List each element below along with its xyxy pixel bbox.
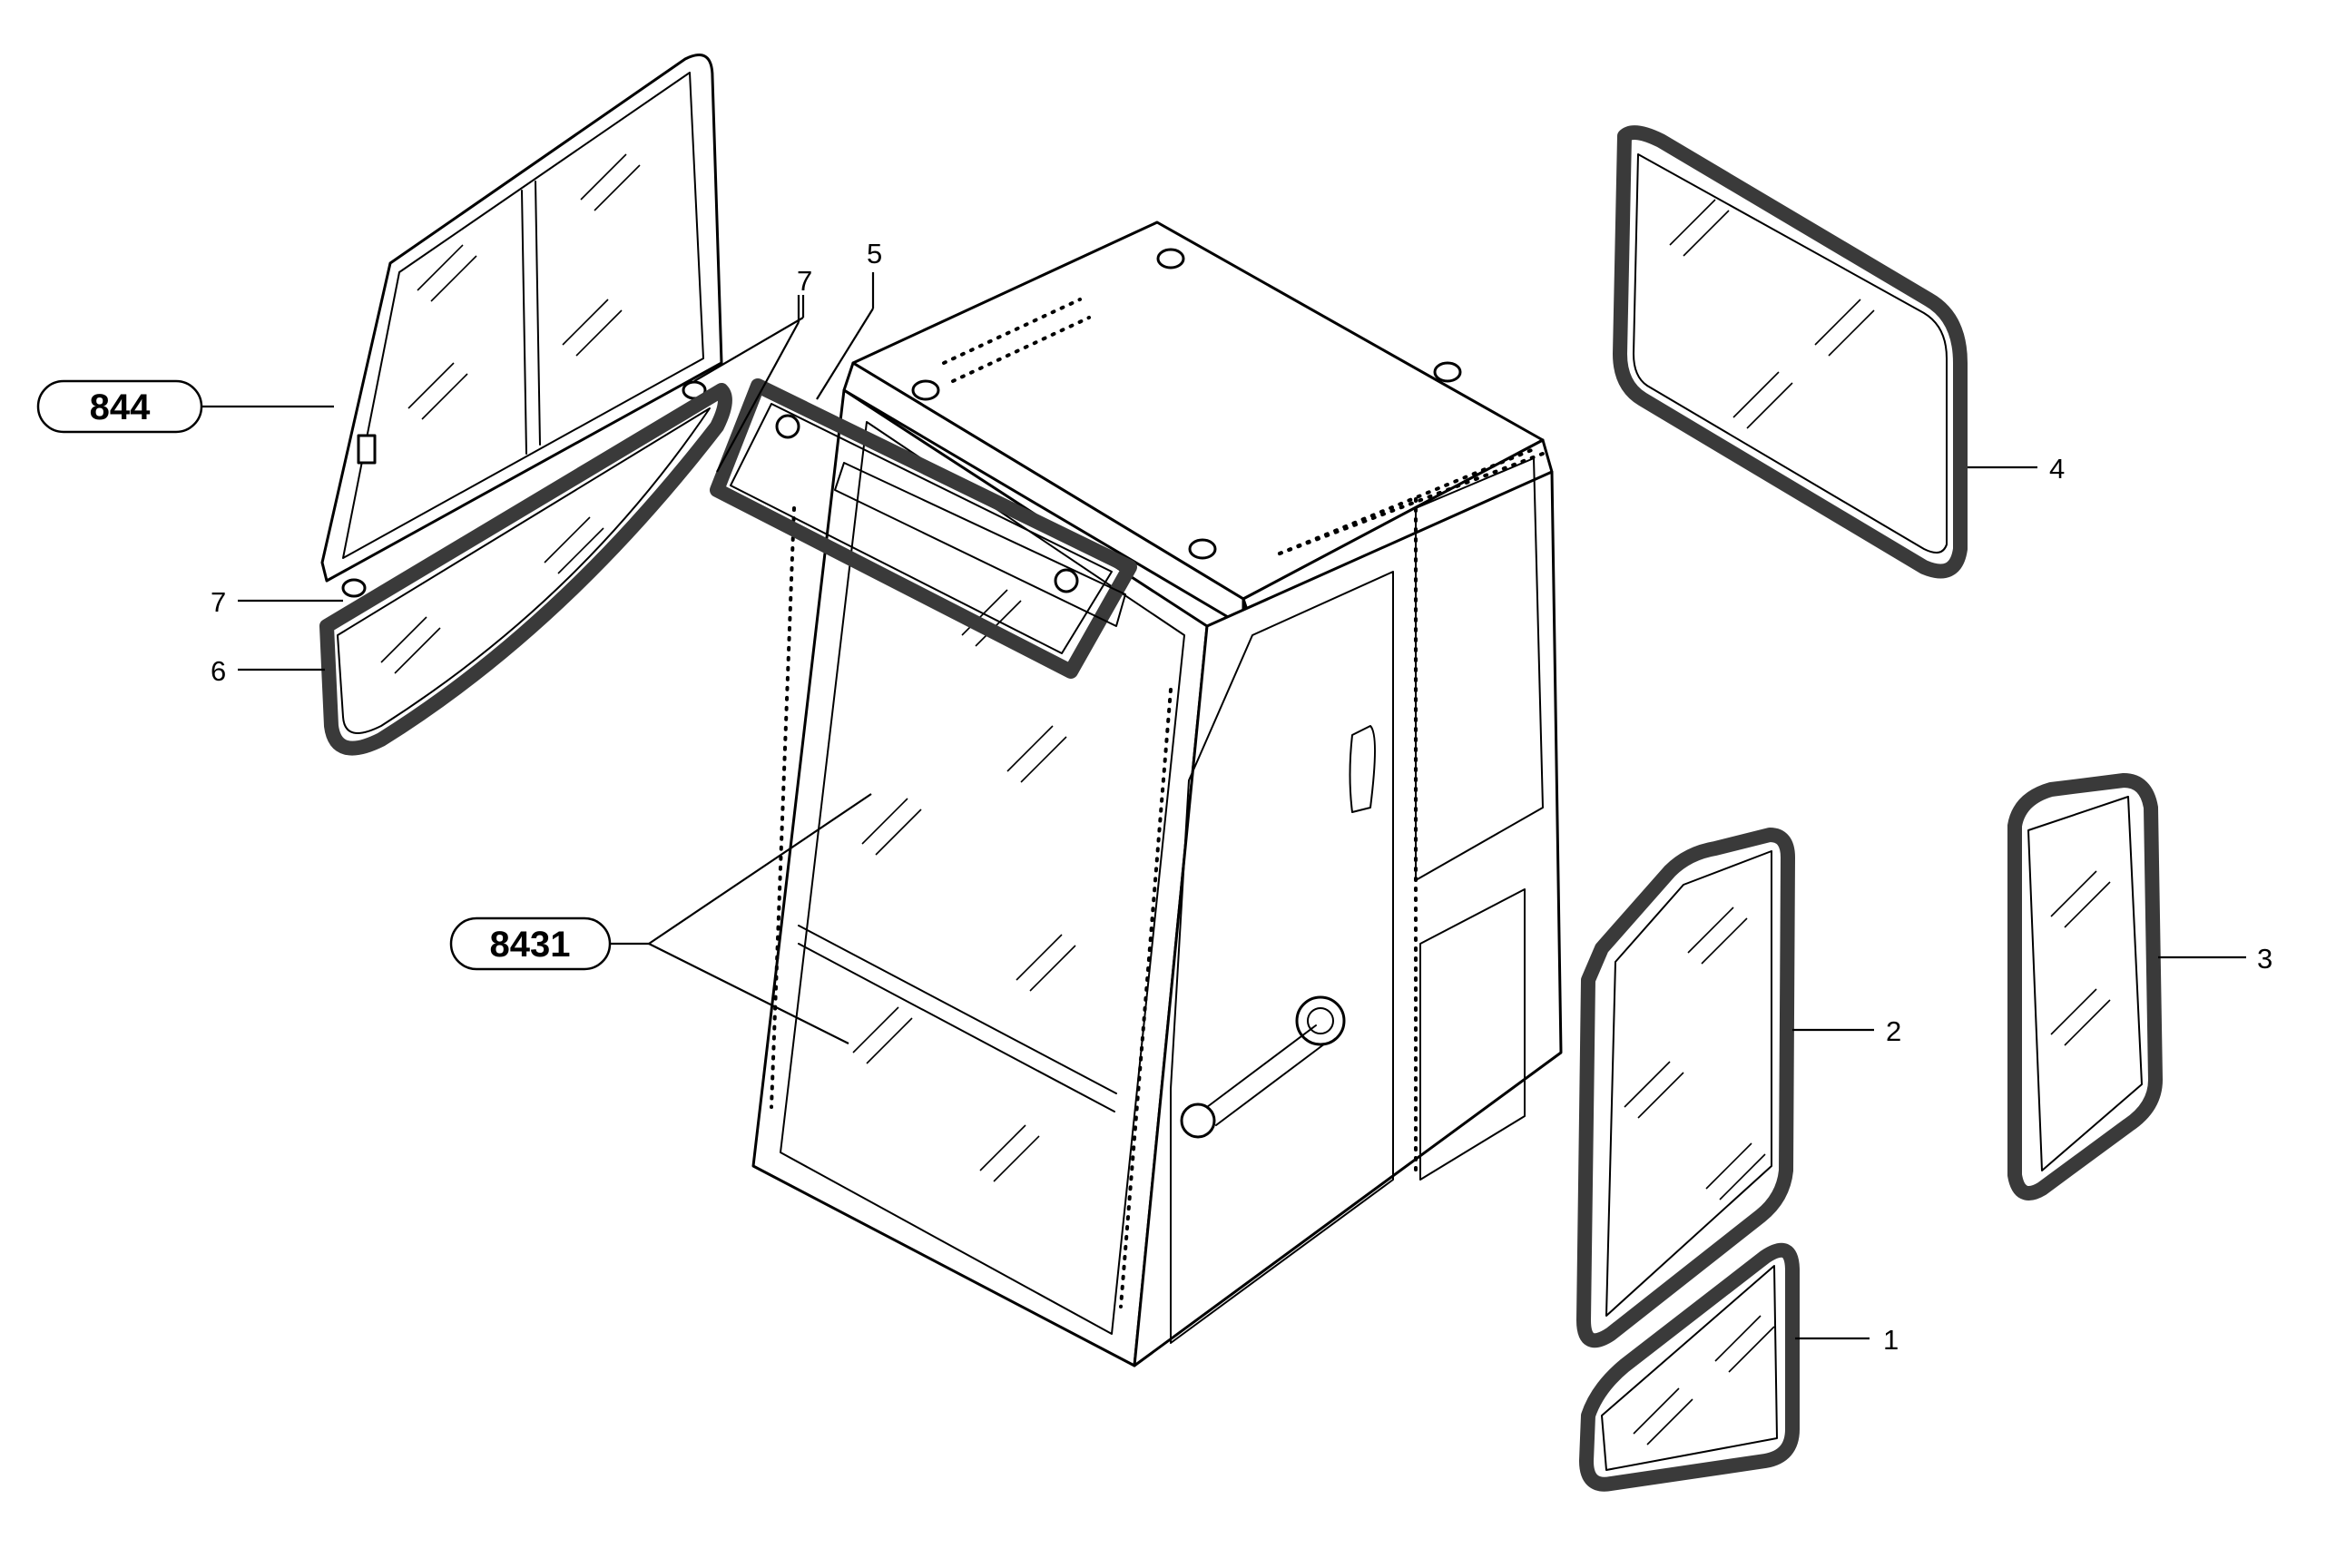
part-5-top-window-seal [710, 378, 1137, 679]
ref-box-844[interactable]: 844 [36, 379, 203, 434]
part-2-door-upper-glass [1576, 828, 1795, 1348]
part-4-rear-glass [1613, 125, 1968, 579]
cab-glass-hatch [852, 589, 1076, 1182]
ref-box-8431[interactable]: 8431 [449, 916, 612, 971]
callout-1-label: 1 [1883, 1324, 1899, 1356]
callout-4-label: 4 [2049, 453, 2065, 485]
ref-844-label: 844 [90, 387, 151, 427]
leader-lines [201, 295, 2246, 1340]
part-1-door-lower-glass [1579, 1242, 1800, 1492]
part-6-lower-glass [319, 383, 732, 756]
callout-5-label: 5 [867, 238, 882, 270]
callout-3-label: 3 [2257, 943, 2272, 975]
part-844-upper-window [320, 54, 723, 583]
part-7-stoppers [341, 380, 707, 598]
ref-8431-label: 8431 [490, 925, 571, 965]
callout-7-lower-label: 7 [211, 586, 226, 618]
callout-6-label: 6 [211, 655, 226, 687]
part-3-side-glass [2007, 773, 2163, 1200]
callout-7-upper-label: 7 [797, 265, 812, 297]
callout-2-label: 2 [1886, 1015, 1901, 1047]
cab-frame [751, 220, 1563, 1367]
